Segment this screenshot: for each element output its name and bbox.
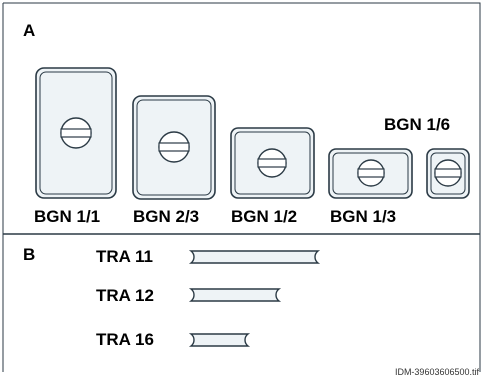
tray-tra-11-shape [188,250,321,264]
gastronorm-1-2-shape [230,127,315,199]
tray-tra-16-shape [188,333,251,347]
handle-icon [60,117,92,149]
label-bgn-2-3: BGN 2/3 [133,207,200,226]
handle-icon [158,131,190,163]
handle-icon [257,148,287,178]
section-b-label: B [23,245,36,264]
gastronorm-2-3-shape [132,95,216,200]
label-tra-12: TRA 12 [96,286,154,305]
handle-icon [357,159,385,187]
label-bgn-1-2: BGN 1/2 [231,207,298,226]
label-bgn-1-6: BGN 1/6 [384,115,451,134]
gastronorm-1-3-shape [328,148,413,199]
frame-border [3,2,481,372]
label-bgn-1-1: BGN 1/1 [34,207,101,226]
section-a-label: A [23,21,36,40]
tray-tra-12-shape [188,288,282,302]
label-tra-11: TRA 11 [96,247,154,266]
gastronorm-1-1-shape [35,67,117,199]
gastronorm-1-6-shape [426,148,470,199]
handle-icon [434,159,462,187]
file-reference: IDM-39603606500.tif [394,367,479,377]
label-bgn-1-3: BGN 1/3 [330,207,397,226]
label-tra-16: TRA 16 [96,330,154,349]
